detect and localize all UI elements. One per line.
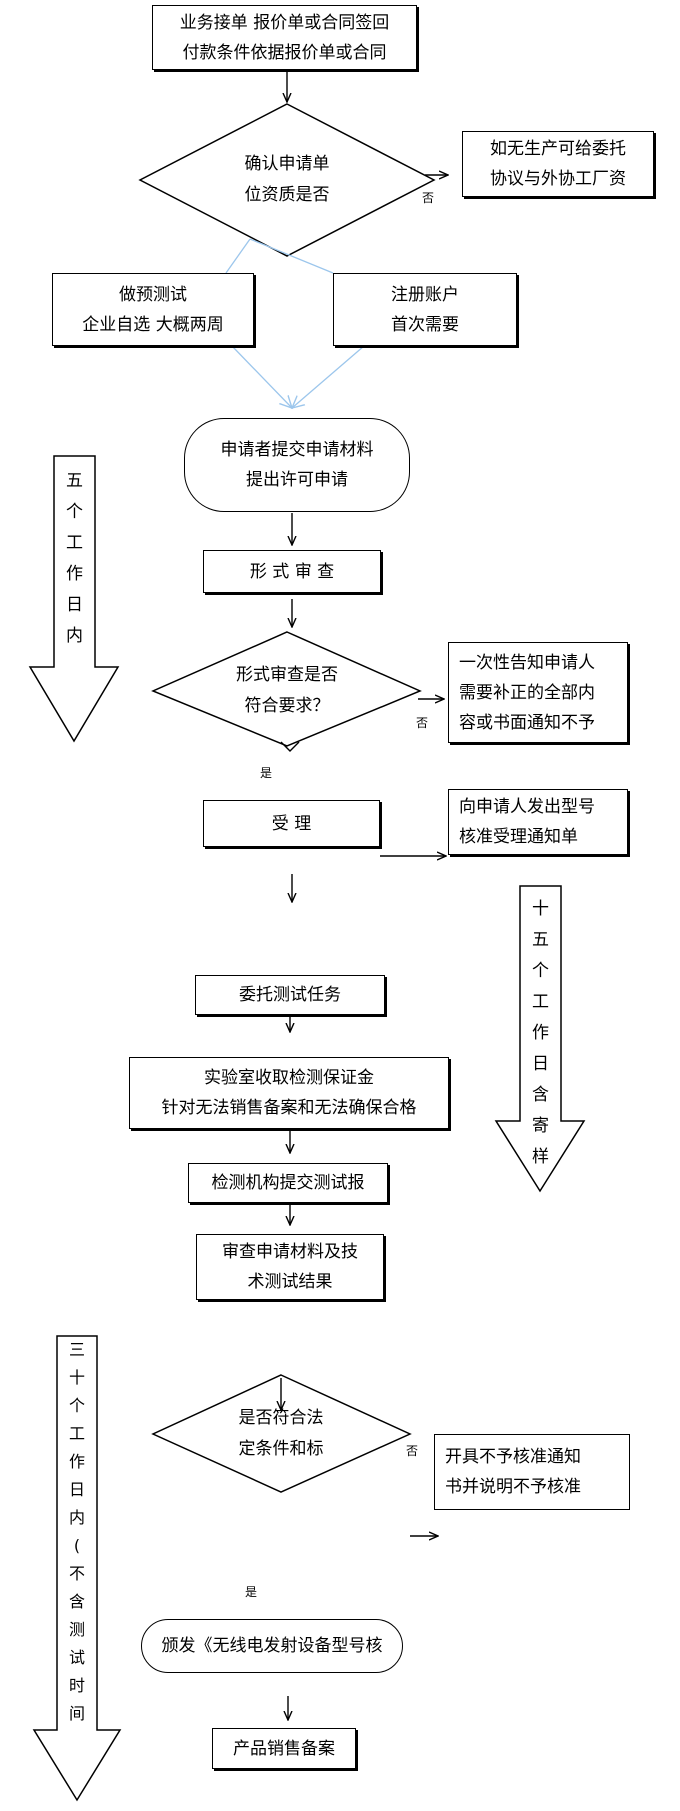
qualify-no-action-line-1: 如无生产可给委托 <box>490 139 626 159</box>
thirty-days-char: 工 <box>68 1424 85 1443</box>
thirty-days-char: 含 <box>68 1592 85 1611</box>
fifteen-days-char: 个 <box>532 961 549 981</box>
five-days-text: 五 个 工 作 日 内 <box>57 466 92 652</box>
record-box: 产品销售备案 <box>212 1728 356 1769</box>
thirty-days-char: 测 <box>68 1620 85 1639</box>
report-label: 检测机构提交测试报 <box>211 1173 365 1193</box>
register-box: 注册账户 首次需要 <box>333 273 517 346</box>
qualify-no-action-line-2: 协议与外协工厂资 <box>490 169 626 189</box>
submit-line-2: 提出许可申请 <box>246 470 348 490</box>
report-box: 检测机构提交测试报 <box>188 1163 388 1203</box>
final-no-action-box: 开具不予核准通知 书并说明不予核准 <box>434 1434 630 1510</box>
qualify-decision-shape <box>138 103 436 257</box>
fifteen-days-char: 五 <box>532 930 549 950</box>
five-days-char: 个 <box>66 502 83 522</box>
accept-notice-line-1: 向申请人发出型号 <box>459 797 595 817</box>
final-no-action-line-1: 开具不予核准通知 <box>445 1447 581 1467</box>
entrust-box: 委托测试任务 <box>195 975 385 1015</box>
five-days-char: 内 <box>66 626 83 646</box>
fifteen-days-char: 样 <box>532 1147 549 1167</box>
qualify-decision-line-2: 位资质是否 <box>244 185 330 205</box>
formal-no-action-box: 一次性告知申请人 需要补正的全部内 容或书面通知不予 <box>448 642 628 743</box>
final-no-label: 否 <box>406 1444 419 1458</box>
accept-notice-box: 向申请人发出型号 核准受理通知单 <box>448 789 628 855</box>
final-decision-line-2: 定条件和标 <box>238 1439 324 1459</box>
pretest-line-2: 企业自选 大概两周 <box>82 314 224 335</box>
formal-yes-label: 是 <box>260 766 273 780</box>
thirty-days-char: 日 <box>68 1480 85 1499</box>
formal-review-label: 形 式 审 查 <box>249 561 335 582</box>
register-line-2: 首次需要 <box>391 314 459 335</box>
five-days-char: 日 <box>66 595 83 615</box>
formal-decision-line-2: 符合要求？ <box>244 696 330 716</box>
thirty-days-char: 不 <box>68 1564 85 1583</box>
fifteen-days-char: 作 <box>532 1023 549 1043</box>
formal-decision-shape <box>151 631 422 747</box>
thirty-days-char: 作 <box>68 1452 85 1471</box>
fifteen-days-char: 日 <box>532 1054 549 1074</box>
audit-line-2: 术测试结果 <box>247 1272 333 1292</box>
submit-box: 申请者提交申请材料 提出许可申请 <box>184 418 410 512</box>
fifteen-days-char: 寄 <box>532 1116 549 1136</box>
fifteen-days-char: 十 <box>532 899 549 919</box>
entrust-label: 委托测试任务 <box>239 985 341 1005</box>
formal-review-box: 形 式 审 查 <box>203 550 381 593</box>
accept-notice-line-2: 核准受理通知单 <box>459 827 578 847</box>
audit-line-1: 审查申请材料及技 <box>222 1242 358 1262</box>
register-line-1: 注册账户 <box>391 284 459 305</box>
five-days-char: 工 <box>66 533 83 553</box>
lab-line-2: 针对无法销售备案和无法确保合格 <box>161 1098 417 1118</box>
five-days-char: 作 <box>66 564 83 584</box>
issue-label: 颁发《无线电发射设备型号核 <box>161 1636 383 1656</box>
thirty-days-char: 时 <box>68 1676 85 1695</box>
thirty-days-char: 间 <box>68 1704 85 1723</box>
thirty-days-char: 试 <box>68 1648 85 1667</box>
pretest-line-1: 做预测试 <box>119 284 187 305</box>
five-days-char: 五 <box>66 471 83 491</box>
thirty-days-arrow-shape <box>32 1335 122 1802</box>
thirty-days-char: 十 <box>68 1368 85 1387</box>
five-days-arrow-shape <box>28 455 120 743</box>
final-no-action-line-2: 书并说明不予核准 <box>445 1477 581 1497</box>
thirty-days-char: 个 <box>68 1396 85 1415</box>
fifteen-days-arrow-shape <box>494 885 586 1193</box>
qualify-no-label: 否 <box>422 191 435 205</box>
fifteen-days-char: 含 <box>532 1085 549 1105</box>
accept-box: 受 理 <box>203 800 380 847</box>
qualify-no-action-box: 如无生产可给委托 协议与外协工厂资 <box>462 131 654 197</box>
record-label: 产品销售备案 <box>233 1738 335 1759</box>
thirty-days-char: 内 <box>68 1508 85 1527</box>
lab-box: 实验室收取检测保证金 针对无法销售备案和无法确保合格 <box>129 1057 449 1129</box>
fifteen-days-text: 十 五 个 工 作 日 含 寄 样 <box>523 894 558 1173</box>
pretest-box: 做预测试 企业自选 大概两周 <box>52 273 254 346</box>
final-decision: 是否符合法 定条件和标 <box>181 1402 381 1466</box>
formal-no-action-line-2: 需要补正的全部内 <box>459 682 595 703</box>
thirty-days-char: ( <box>73 1536 81 1555</box>
qualify-decision-line-1: 确认申请单 <box>244 154 330 174</box>
lab-line-1: 实验室收取检测保证金 <box>204 1068 374 1088</box>
fifteen-days-char: 工 <box>532 992 549 1012</box>
formal-no-action-line-1: 一次性告知申请人 <box>459 652 595 673</box>
final-decision-line-1: 是否符合法 <box>238 1408 324 1428</box>
qualify-decision: 确认申请单 位资质是否 <box>187 145 387 215</box>
issue-box: 颁发《无线电发射设备型号核 <box>141 1619 403 1673</box>
thirty-days-char: 三 <box>68 1340 85 1359</box>
accept-label: 受 理 <box>271 813 312 834</box>
formal-no-action-line-3: 容或书面通知不予 <box>459 712 595 733</box>
thirty-days-text: 三 十 个 工 作 日 内 ( 不 含 测 试 时 间 <box>60 1336 94 1728</box>
formal-no-label: 否 <box>416 716 429 730</box>
audit-box: 审查申请材料及技 术测试结果 <box>196 1234 384 1300</box>
formal-decision-line-1: 形式审查是否 <box>236 665 338 685</box>
submit-line-1: 申请者提交申请材料 <box>220 440 374 460</box>
start-line-1: 业务接单 报价单或合同签回 <box>179 12 390 33</box>
start-line-2: 付款条件依据报价单或合同 <box>182 42 387 63</box>
formal-decision: 形式审查是否 符合要求？ <box>187 659 387 723</box>
final-decision-shape <box>151 1374 412 1493</box>
start-box: 业务接单 报价单或合同签回 付款条件依据报价单或合同 <box>152 5 417 70</box>
final-yes-label: 是 <box>245 1585 258 1599</box>
